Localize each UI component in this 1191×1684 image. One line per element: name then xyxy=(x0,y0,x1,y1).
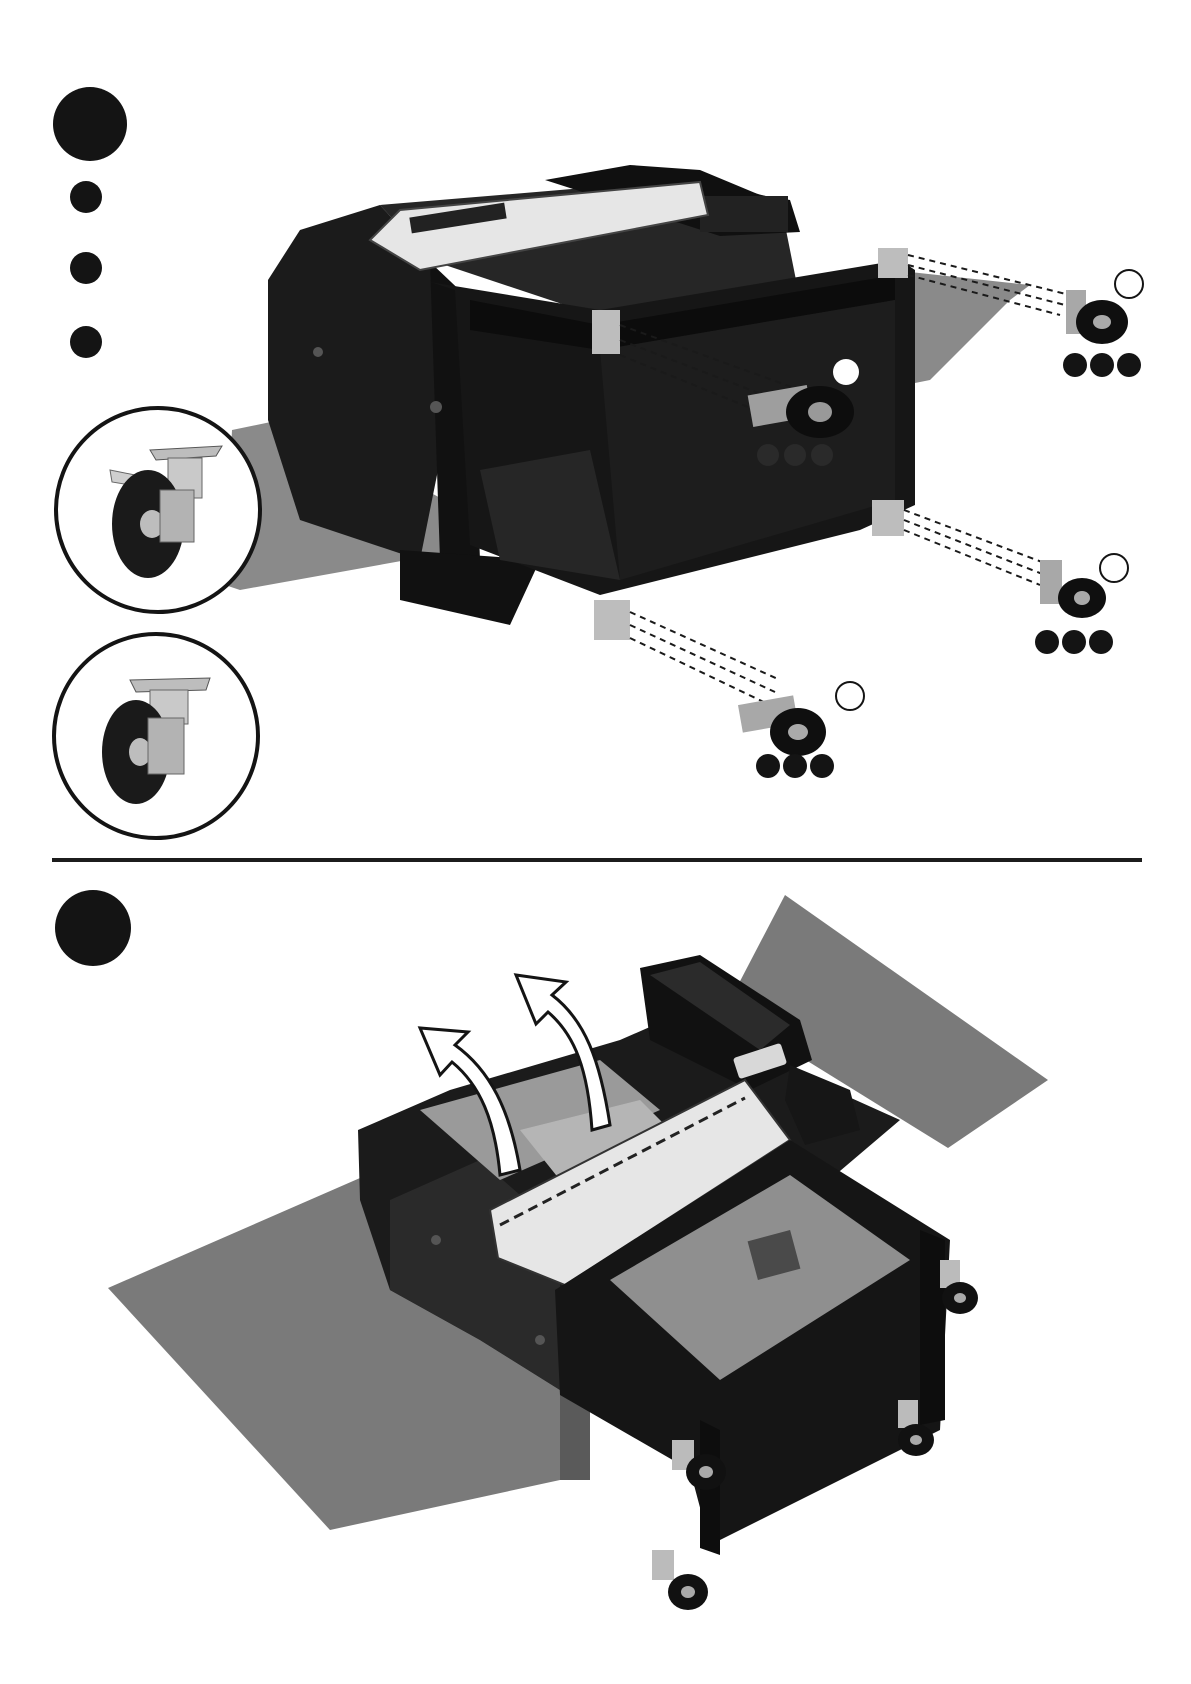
caster-front-right xyxy=(940,1260,978,1314)
count-dots xyxy=(756,754,834,778)
leg-socket-2 xyxy=(878,248,908,278)
grill-screw xyxy=(431,1235,441,1245)
count-dots xyxy=(1035,630,1113,654)
step-a-substep-marker-1 xyxy=(70,181,102,213)
part-label-ring xyxy=(1100,554,1128,582)
step-a-substep-marker-3 xyxy=(70,326,102,358)
grill-screw xyxy=(313,347,323,357)
swivel-caster-callout xyxy=(54,634,258,838)
grill-screw xyxy=(535,1335,545,1345)
step-a-substep-marker-2 xyxy=(70,252,102,284)
step-b-number-marker xyxy=(55,890,131,966)
step-divider xyxy=(52,858,1142,862)
cart-leg xyxy=(920,1230,945,1425)
side-shelf-right xyxy=(905,272,1030,385)
caster-front-right xyxy=(1035,554,1128,654)
part-label-ring xyxy=(836,682,864,710)
step-a xyxy=(53,87,1143,838)
hopper-grate xyxy=(700,196,788,232)
leg-socket-3 xyxy=(872,500,904,536)
caster-back-right xyxy=(1063,270,1143,377)
step-a-number-marker xyxy=(53,87,127,161)
part-label-ring xyxy=(1115,270,1143,298)
locking-caster-callout xyxy=(56,408,260,612)
caster-back-left xyxy=(652,1550,708,1610)
step-b xyxy=(55,890,1048,1610)
leg-socket-4 xyxy=(594,600,630,640)
frame-hole xyxy=(833,359,859,385)
caster-front-left xyxy=(738,682,864,778)
grill-screw xyxy=(430,401,442,413)
frame-count-dots xyxy=(757,444,833,466)
leg-socket-1 xyxy=(592,310,620,354)
count-dots xyxy=(1063,353,1141,377)
